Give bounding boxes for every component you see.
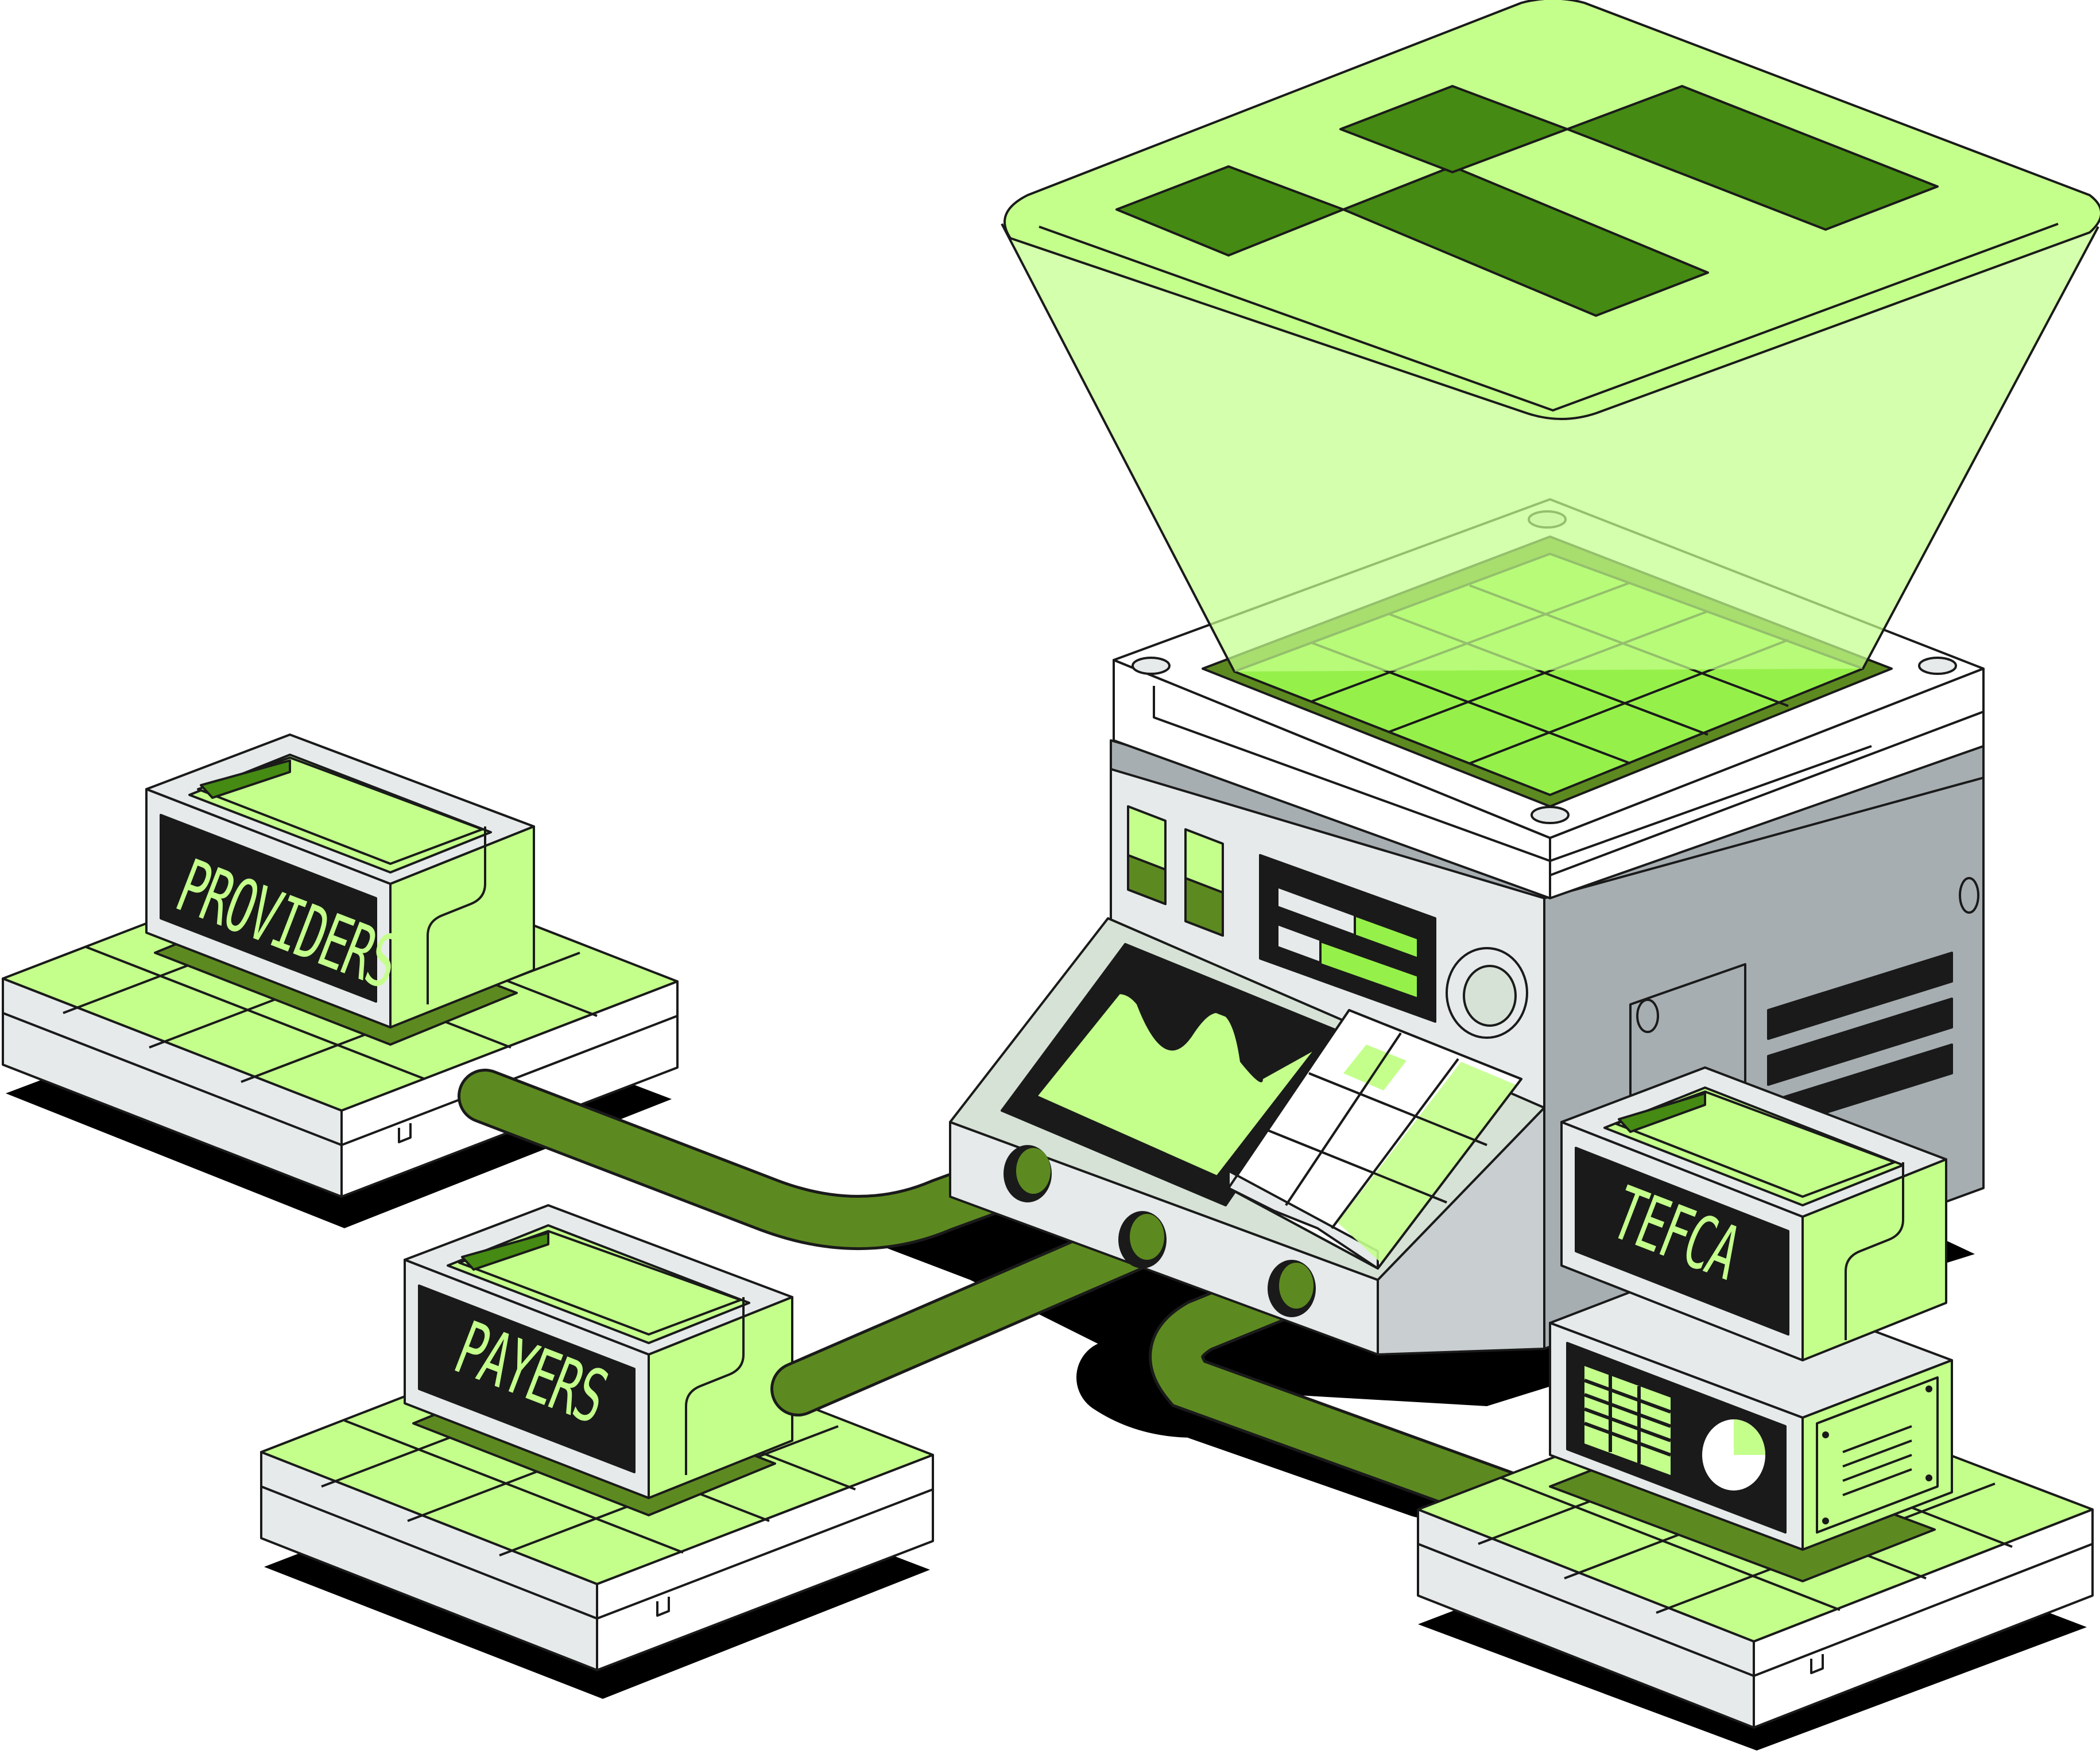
pipe-sockets [1003, 1145, 1316, 1317]
knob-icon [1446, 947, 1528, 1039]
keypad-icon [1227, 1009, 1522, 1270]
node-tefca: TEFCA [1417, 1066, 2094, 1729]
hologram-cross-logo [1003, 0, 2100, 420]
tefca-lower-cabinet [1549, 1264, 1953, 1582]
level-gauges [1127, 805, 1224, 937]
node-payers: PAYERS [260, 1204, 934, 1671]
monitor-providers: PROVIDERS [145, 733, 535, 1046]
spreadsheet-icon [1583, 1366, 1672, 1475]
hologram-projection [1001, 0, 2100, 672]
monitor-tefca: TEFCA [1560, 1066, 1947, 1361]
document-icon [1816, 1376, 1939, 1534]
indicator-panel [1259, 854, 1436, 1023]
monitor-payers: PAYERS [404, 1204, 793, 1516]
wave-monitor-icon [1001, 943, 1345, 1206]
connection-pipes [458, 1069, 1549, 1531]
pie-chart-icon [1702, 1419, 1765, 1491]
